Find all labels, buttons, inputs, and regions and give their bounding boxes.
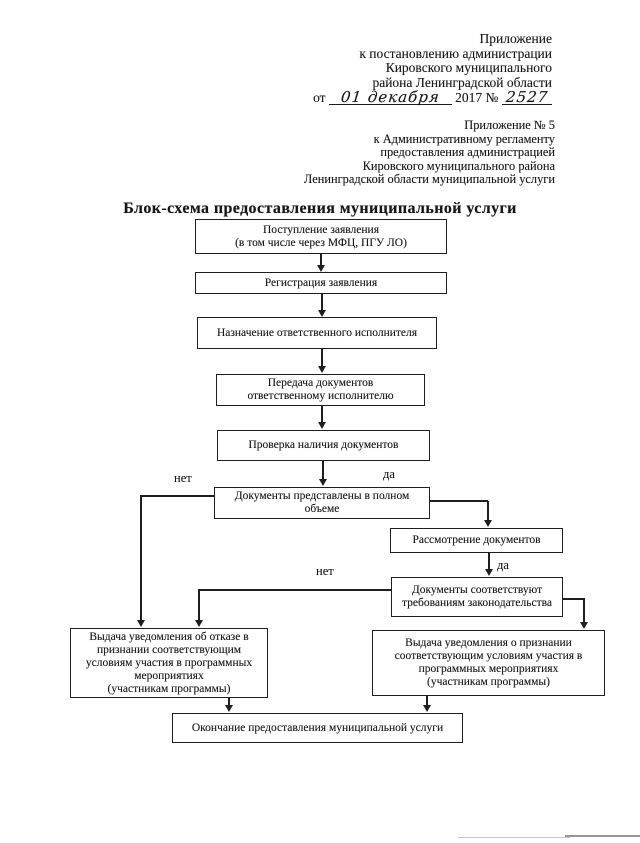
arrow-down-icon	[225, 705, 233, 712]
connector-b2-b3	[321, 294, 323, 311]
date-middle: 2017 №	[455, 90, 499, 106]
scan-artifact-line	[565, 835, 640, 837]
header-line: к Административному регламенту	[373, 131, 555, 146]
connector-b7-b8	[488, 553, 490, 570]
connector-b8-no-vertical	[198, 589, 200, 621]
connector-b1-b2	[320, 254, 322, 266]
flowchart-box-transfer-documents: Передача документов ответственному испол…	[216, 374, 425, 406]
flowchart-box-review-documents: Рассмотрение документов	[390, 528, 563, 553]
arrow-down-icon	[318, 310, 326, 317]
connector-b4-b5	[321, 406, 323, 423]
handwritten-date: 01 декабря	[328, 88, 452, 106]
flowchart-box-assign-executor: Назначение ответственного исполнителя	[197, 317, 437, 349]
header-appendix-block: Приложение к постановлению администрации…	[313, 31, 552, 106]
flowchart-box-registration: Регистрация заявления	[195, 272, 447, 294]
date-prefix: от	[313, 90, 326, 106]
header-line: района Ленинградской области	[372, 74, 552, 90]
connector-b8-yes-vertical	[583, 598, 585, 623]
connector-b10-b11	[426, 696, 428, 706]
connector-b6-no-vertical	[140, 495, 142, 621]
flowchart-box-check-documents: Проверка наличия документов	[217, 430, 430, 461]
flowchart-box-service-end: Окончание предоставления муниципальной у…	[172, 713, 463, 743]
arrow-down-icon	[318, 366, 326, 373]
flowchart-box-refusal-notification: Выдача уведомления об отказе в признании…	[70, 628, 268, 698]
flowchart-decision-documents-complete: Документы представлены в полном объеме	[214, 487, 430, 519]
arrow-down-icon	[580, 622, 588, 629]
arrow-down-icon	[195, 620, 203, 627]
arrow-down-icon	[319, 479, 327, 486]
arrow-down-icon	[423, 705, 431, 712]
flowchart-decision-documents-comply: Документы соответствуют требованиям зако…	[391, 577, 563, 617]
connector-b5-b6	[322, 461, 324, 480]
connector-b3-b4	[321, 349, 323, 367]
header-line: Кировского муниципального	[385, 60, 552, 76]
header-line: Приложение № 5	[464, 118, 555, 132]
branch-label-no: нет	[174, 471, 192, 485]
connector-b6-yes-horizontal	[430, 500, 488, 502]
arrow-down-icon	[485, 569, 493, 576]
arrow-down-icon	[137, 620, 145, 627]
date-line: от 01 декабря 2017 № 2527	[313, 88, 552, 106]
header-line: предоставления администрацией	[380, 145, 555, 160]
flowchart-box-approval-notification: Выдача уведомления о признании соответст…	[372, 630, 605, 696]
handwritten-number: 2527	[501, 88, 552, 106]
branch-label-no: нет	[316, 564, 334, 578]
header-line: к постановлению администрации	[359, 45, 552, 61]
arrow-down-icon	[317, 265, 325, 272]
connector-b6-no-horizontal	[140, 495, 214, 497]
branch-label-yes: да	[383, 467, 395, 481]
header-appendix5-block: Приложение № 5 к Административному регла…	[303, 118, 555, 187]
header-line: Приложение	[479, 31, 552, 46]
flowchart-box-application-received: Поступление заявления (в том числе через…	[195, 219, 447, 254]
connector-b9-b11	[228, 698, 230, 706]
scan-artifact-line	[458, 837, 570, 838]
connector-b8-no-horizontal	[198, 589, 391, 591]
connector-b6-yes-vertical	[487, 501, 489, 521]
header-line: Кировского муниципального района	[362, 158, 555, 173]
flowchart-title: Блок-схема предоставления муниципальной …	[123, 200, 517, 217]
arrow-down-icon	[318, 422, 326, 429]
connector-b8-yes-horizontal	[563, 598, 584, 600]
arrow-down-icon	[484, 520, 492, 527]
header-line: Ленинградской области муниципальной услу…	[303, 172, 555, 187]
branch-label-yes: да	[497, 558, 509, 572]
